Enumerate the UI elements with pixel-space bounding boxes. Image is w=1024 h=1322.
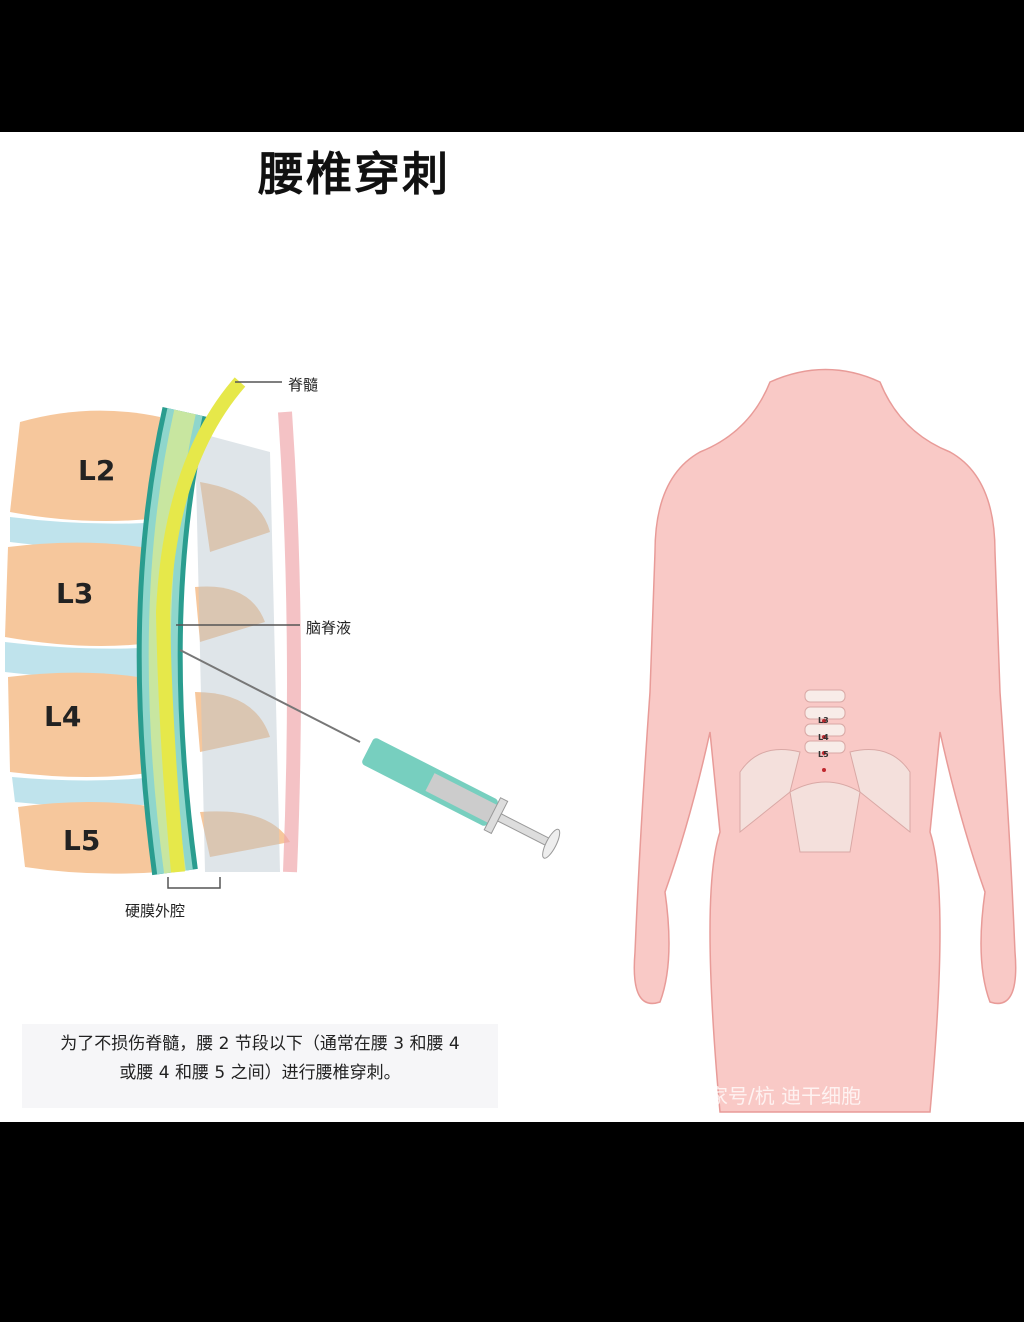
diagram-canvas: 腰椎穿刺 脊髓 脑脊液 硬膜外腔 L2 L3 L4 L5 L3 L4 L5 为了… (0, 132, 1024, 1122)
caption: 为了不损伤脊髓，腰 2 节段以下（通常在腰 3 和腰 4 或腰 4 和腰 5 之… (22, 1024, 498, 1108)
label-epidural-space: 硬膜外腔 (125, 902, 186, 920)
illustration (5, 368, 1017, 1113)
body-vertebra-label: L5 (818, 750, 829, 759)
caption-line: 或腰 4 和腰 5 之间）进行腰椎穿刺。 (119, 1063, 401, 1083)
vertebra-label: L3 (56, 577, 94, 610)
caption-line: 为了不损伤脊髓，腰 2 节段以下（通常在腰 3 和腰 4 (60, 1034, 460, 1054)
syringe-icon (179, 649, 561, 859)
label-csf: 脑脊液 (306, 619, 352, 637)
vertebra-label: L2 (78, 454, 116, 487)
watermark: 家号/杭 迪干细胞 (708, 1084, 862, 1108)
label-spinal-cord: 脊髓 (288, 376, 319, 394)
body-vertebra-label: L4 (818, 733, 829, 742)
body-vertebra-label: L3 (818, 716, 829, 725)
vertebra-label: L4 (44, 700, 82, 733)
human-back-figure (633, 368, 1017, 1113)
page-title: 腰椎穿刺 (258, 147, 450, 201)
vertebrae-column (5, 410, 290, 874)
vertebra-label: L5 (63, 824, 101, 857)
